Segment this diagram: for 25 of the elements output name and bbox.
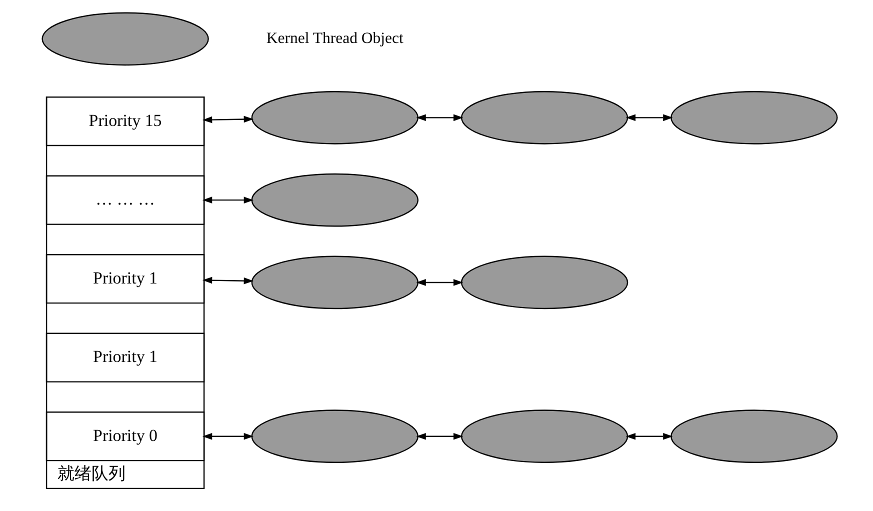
- node-ellipse: [250, 256, 418, 310]
- node-ellipse: [460, 256, 628, 310]
- arrow: [202, 196, 254, 204]
- node-label: Kernel Thread Object: [266, 30, 403, 48]
- arrow: [202, 432, 254, 440]
- arrow: [202, 276, 254, 284]
- arrow: [625, 114, 672, 122]
- node-box: … … …: [45, 175, 204, 225]
- node-ellipse: [670, 410, 838, 463]
- node-ellipse: [250, 173, 418, 227]
- arrow: [625, 432, 672, 440]
- arrow: [416, 279, 463, 286]
- node-ellipse: [250, 91, 418, 144]
- node-box: Priority 1: [45, 254, 204, 304]
- node-ellipse: [460, 410, 628, 463]
- node-ellipse: [41, 12, 208, 66]
- arrow: [202, 116, 254, 124]
- node-box: Priority 1: [45, 332, 204, 382]
- arrow: [416, 432, 463, 440]
- node-ellipse: [250, 410, 418, 463]
- node-ellipse: [670, 91, 838, 144]
- node-ellipse: [460, 91, 628, 144]
- node-box: Priority 0: [45, 412, 204, 462]
- arrow: [416, 114, 463, 122]
- node-box: Priority 15: [45, 96, 204, 146]
